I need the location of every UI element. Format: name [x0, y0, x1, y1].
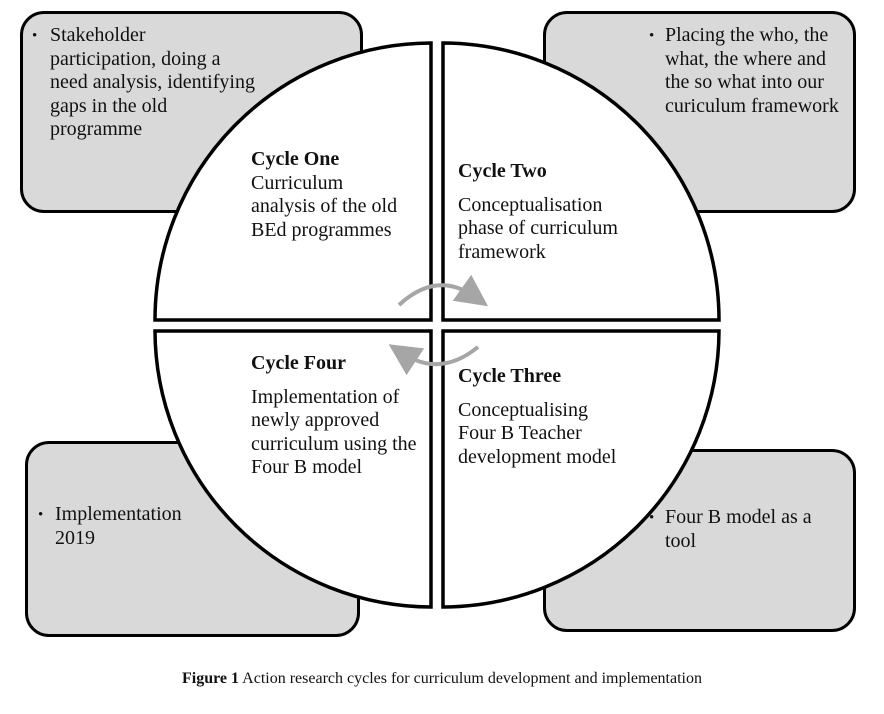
- cycle-two-block: Cycle Two Conceptualisation phase of cur…: [458, 160, 633, 264]
- cycle-one-block: Cycle One Curriculum analysis of the old…: [251, 148, 401, 242]
- cycle-three-block: Cycle Three Conceptualising Four B Teach…: [458, 365, 628, 469]
- quadrant-cycle-one: [153, 41, 433, 322]
- action-research-diagram: • Stakeholder participation, doing a nee…: [20, 11, 856, 637]
- cycle-two-title: Cycle Two: [458, 160, 547, 182]
- cycle-one-desc: Curriculum analysis of the old BEd progr…: [251, 171, 398, 241]
- cycle-one-title: Cycle One: [251, 148, 340, 170]
- quadrant-cycle-four: [153, 329, 433, 609]
- bullet-top-left: •: [32, 28, 38, 44]
- figure-label: Figure 1: [182, 670, 240, 687]
- box-bottom-left-text: Implementation 2019: [55, 503, 182, 549]
- cycle-three-desc: Conceptualising Four B Teacher developme…: [458, 398, 617, 468]
- cycle-arrow-top-icon: [397, 274, 489, 307]
- quadrant-cycle-three: [441, 329, 721, 609]
- figure-caption-text: Action research cycles for curriculum de…: [242, 670, 702, 687]
- box-top-right-text: Placing the who, the what, the where and…: [665, 24, 839, 117]
- cycle-four-title: Cycle Four: [251, 352, 346, 374]
- cycle-circle: [153, 41, 721, 609]
- cycle-four-block: Cycle Four Implementation of newly appro…: [251, 352, 426, 480]
- bullet-bottom-left: •: [38, 507, 44, 523]
- bullet-bottom-right: •: [649, 510, 655, 526]
- figure-caption: Figure 1 Action research cycles for curr…: [0, 670, 884, 688]
- bullet-top-right: •: [649, 28, 655, 44]
- box-top-left-text: Stakeholder participation, doing a need …: [50, 24, 255, 140]
- cycle-arrow-bottom-icon: [388, 344, 480, 376]
- cycle-three-title: Cycle Three: [458, 365, 562, 387]
- cycle-four-desc: Implementation of newly approved curricu…: [251, 385, 417, 479]
- cycle-two-desc: Conceptualisation phase of curriculum fr…: [458, 193, 618, 263]
- box-bottom-right-text: Four B model as a tool: [665, 506, 812, 552]
- quadrant-cycle-two: [441, 41, 721, 322]
